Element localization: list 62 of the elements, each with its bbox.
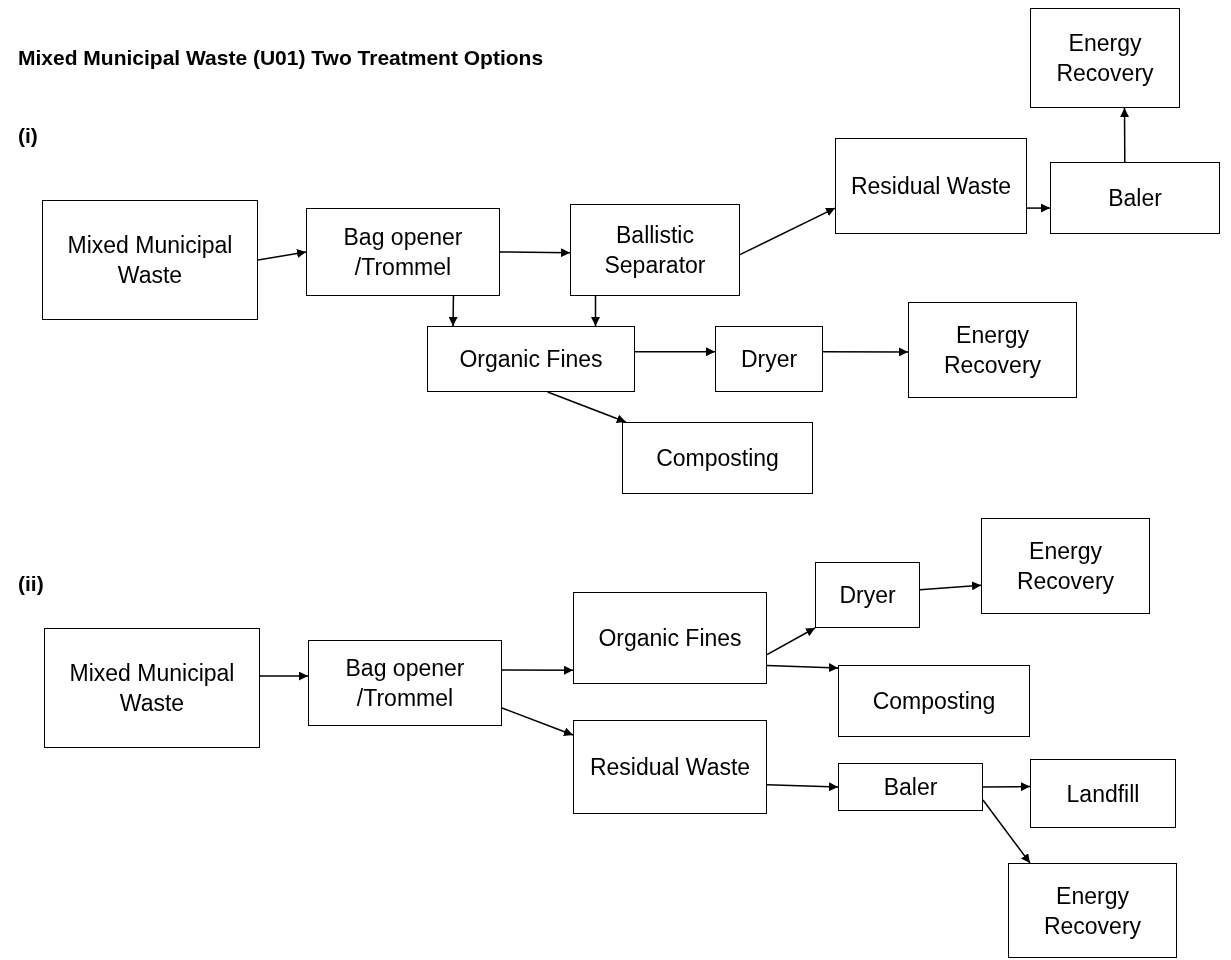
process-box [573, 592, 767, 684]
box-label: Bag opener /Trommel [344, 654, 466, 713]
process-box [838, 665, 1030, 737]
box-label: Energy Recovery [1015, 537, 1116, 596]
process-box [815, 562, 920, 628]
box-label: Mixed Municipal Waste [66, 231, 234, 290]
arrow [546, 391, 627, 423]
process-box [44, 628, 260, 748]
box-label: Residual Waste [849, 172, 1013, 201]
box-label: Residual Waste [588, 753, 752, 782]
box-label: Energy Recovery [1055, 29, 1155, 88]
section-label: (ii) [18, 572, 44, 596]
box-label: Energy Recovery [1042, 881, 1143, 941]
process-box [981, 518, 1150, 614]
process-box [427, 326, 635, 392]
box-label: Bag opener /Trommel [342, 223, 464, 282]
box-label: Mixed Municipal Waste [68, 659, 236, 718]
arrow [501, 665, 574, 675]
arrow [822, 347, 909, 357]
process-box [1030, 8, 1180, 108]
arrow [591, 295, 600, 327]
box-label: Energy Recovery [942, 321, 1043, 380]
box-label: Composting [871, 687, 997, 716]
diagram-title: Mixed Municipal Waste (U01) Two Treatment Options [18, 46, 544, 70]
process-box [42, 200, 258, 320]
arrow [919, 581, 982, 591]
arrow [766, 627, 816, 656]
process-box [308, 640, 502, 726]
process-box [1030, 759, 1176, 828]
arrow [499, 248, 571, 258]
arrow [739, 207, 836, 256]
box-label: Dryer [739, 345, 799, 374]
arrow [634, 347, 716, 357]
process-box [715, 326, 823, 392]
box-label: Ballistic Separator [603, 221, 707, 280]
box-label: Dryer [838, 581, 897, 610]
box-label: Baler [882, 773, 939, 802]
box-label: Landfill [1065, 779, 1141, 809]
arrow [982, 799, 1031, 864]
arrow [257, 249, 307, 261]
box-label: Composting [655, 444, 780, 473]
arrow [766, 663, 839, 673]
arrow [766, 782, 839, 792]
arrow [1120, 107, 1130, 163]
process-box [573, 720, 767, 814]
process-box [908, 302, 1077, 398]
process-box [622, 422, 813, 494]
process-box [1050, 162, 1220, 234]
arrow [501, 707, 574, 737]
box-label: Baler [1107, 184, 1163, 213]
arrow [259, 671, 309, 681]
process-box [835, 138, 1027, 234]
box-label: Organic Fines [458, 345, 604, 374]
arrow [982, 782, 1031, 792]
process-box [570, 204, 740, 296]
process-box [306, 208, 500, 296]
box-label: Organic Fines [597, 624, 743, 653]
section-label: (i) [18, 124, 38, 148]
arrow [1026, 203, 1051, 213]
arrow [448, 295, 458, 327]
process-box [838, 763, 983, 811]
process-box [1008, 863, 1177, 958]
